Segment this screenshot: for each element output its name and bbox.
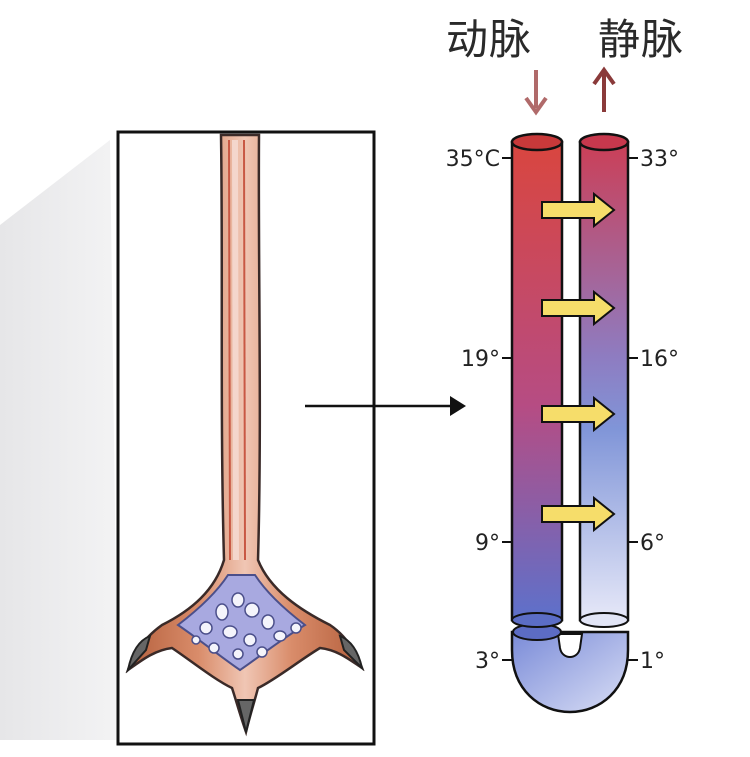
heat-exchange-arrow-icon xyxy=(541,495,616,533)
vein-temp-16: 16° xyxy=(640,347,679,372)
artery-temp-9: 9° xyxy=(475,531,500,556)
panel-shadow xyxy=(0,140,118,740)
vein-temp-1: 1° xyxy=(640,649,665,674)
temperature-ticks xyxy=(502,157,638,661)
u-bend-connector xyxy=(510,623,630,714)
artery-label: 动脉 xyxy=(446,15,533,64)
heat-exchange-arrow-icon xyxy=(541,191,616,229)
artery-tube xyxy=(510,132,564,628)
vein-temp-33: 33° xyxy=(640,147,679,172)
pointer-arrow-icon xyxy=(305,396,466,416)
artery-temp-3: 3° xyxy=(475,649,500,674)
vein-label: 静脉 xyxy=(598,15,685,64)
heat-exchange-arrow-icon xyxy=(541,395,616,433)
vein-tube xyxy=(578,132,630,628)
heat-exchange-arrow-icon xyxy=(541,289,616,327)
vein-temp-6: 6° xyxy=(640,531,665,556)
down-arrow-icon xyxy=(524,70,548,116)
heat-exchange-arrows xyxy=(541,191,616,533)
up-arrow-icon xyxy=(592,66,616,112)
artery-temp-19: 19° xyxy=(461,347,500,372)
bird-leg-illustration xyxy=(125,133,365,737)
artery-temp-35: 35°C xyxy=(446,147,500,172)
